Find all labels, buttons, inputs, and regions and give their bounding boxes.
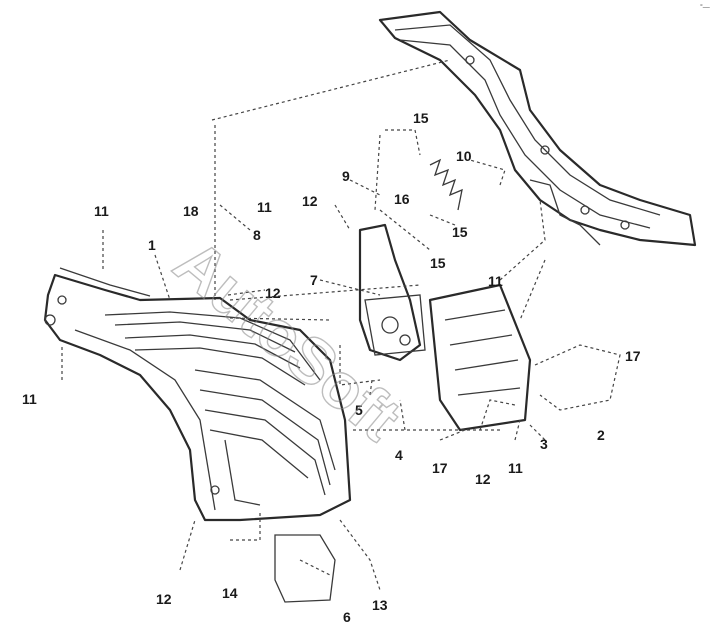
callout-12-c: 12 [475,471,491,487]
callout-11-b: 11 [257,199,272,215]
callout-12-a: 12 [265,285,281,301]
watermark: AutoSoft [161,226,414,455]
callout-16: 16 [394,191,410,207]
callout-9: 9 [342,168,350,184]
lower-bracket [274,534,336,603]
callout-4: 4 [395,447,403,463]
callout-17-b: 17 [432,460,448,476]
callout-12-d: 12 [156,591,172,607]
callout-11-a: 11 [94,203,109,219]
callout-12-b: 12 [302,193,318,209]
leader-lines [61,59,621,591]
callout-15-c: 15 [430,255,446,271]
callout-6: 6 [343,609,351,625]
right-mounting-plate [428,283,532,432]
center-bracket-assembly [358,223,426,362]
callout-18: 18 [183,203,199,219]
callout-11-d: 11 [22,391,37,407]
callout-numbers: 11 1 18 11 8 12 12 9 16 15 10 15 15 7 11… [22,110,641,625]
corner-mark: °— [700,3,710,11]
callout-3: 3 [540,436,548,452]
callout-8: 8 [253,227,261,243]
callout-11-e: 11 [508,460,523,476]
callout-17-a: 17 [625,348,641,364]
callout-1: 1 [148,237,156,253]
callout-14: 14 [222,585,238,601]
step-fender-panel [43,267,352,522]
callout-15-b: 15 [452,224,468,240]
callout-15-a: 15 [413,110,429,126]
upper-frame-rail [378,10,697,247]
callout-5: 5 [355,402,363,418]
callout-10: 10 [456,148,472,164]
callout-7: 7 [310,272,318,288]
callout-2: 2 [597,427,605,443]
callout-11-c: 11 [488,273,503,289]
spring-part [429,158,463,211]
callout-13: 13 [372,597,388,613]
